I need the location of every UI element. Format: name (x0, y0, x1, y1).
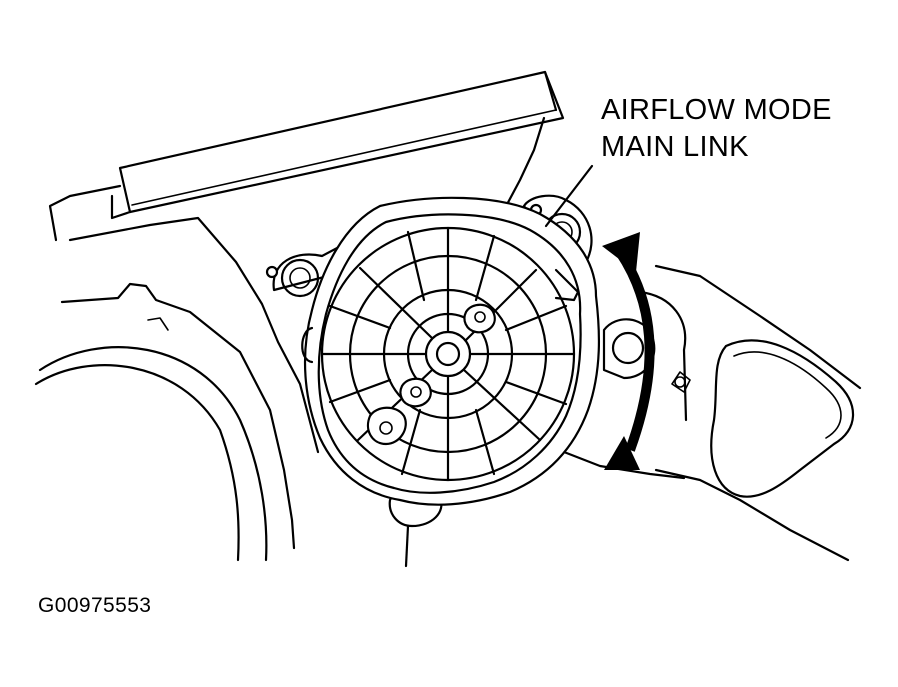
callout-label-line2: MAIN LINK (601, 131, 749, 163)
top-duct (110, 70, 565, 220)
left-housing (34, 116, 546, 562)
callout-label-line1: AIRFLOW MODE (601, 94, 832, 126)
callout-leader-line (544, 164, 594, 228)
double-headed-curved-arrow-icon (602, 232, 655, 470)
figure-code: G00975553 (38, 594, 152, 617)
right-duct (562, 264, 862, 562)
airflow-mode-main-link (301, 196, 601, 506)
